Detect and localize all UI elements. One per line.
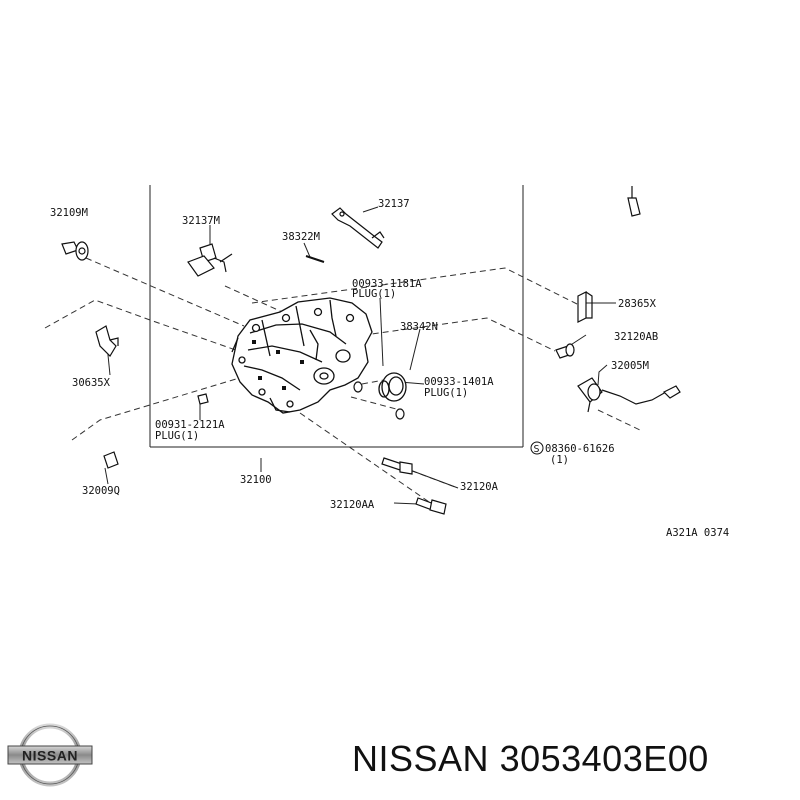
transaxle-case-drawing	[231, 297, 373, 414]
label-00933-1181A: 00933-1181A	[352, 278, 422, 290]
part-caption: NISSAN 3053403E00	[352, 738, 709, 780]
label-plug-a: PLUG(1)	[352, 288, 396, 300]
part-30635X-drawing	[95, 325, 119, 357]
label-30635X: 30635X	[72, 377, 111, 389]
part-38342N-drawing	[378, 372, 407, 402]
label-plug-b: PLUG(1)	[424, 387, 468, 399]
part-32137-drawing	[331, 207, 385, 249]
plug-drawings	[197, 381, 405, 420]
part-32009Q-drawing	[103, 451, 119, 469]
label-32109M: 32109M	[50, 207, 88, 219]
part-32109M-drawing	[61, 241, 89, 261]
label-38342N: 38342N	[400, 321, 438, 333]
screw-symbol	[530, 441, 544, 455]
label-plug-c: PLUG(1)	[155, 430, 199, 442]
label-38322M: 38322M	[282, 231, 320, 243]
label-28365X: 28365X	[618, 298, 657, 310]
leader-lines	[44, 257, 641, 505]
label-32005M: 32005M	[611, 360, 649, 372]
label-32137: 32137	[378, 198, 410, 210]
part-28365X-drawing	[577, 291, 593, 323]
part-32137M-drawing	[187, 243, 233, 277]
label-32137M: 32137M	[182, 215, 220, 227]
label-32009Q: 32009Q	[82, 485, 120, 497]
top-right-connector-drawing	[627, 186, 641, 217]
label-32120AB: 32120AB	[614, 331, 658, 343]
part-38322M-drawing	[305, 255, 325, 263]
nissan-logo: NISSAN	[7, 723, 93, 787]
diagram-reference-code: A321A 0374	[666, 527, 729, 539]
label-08360-61626: 08360-61626	[545, 443, 615, 455]
label-00931-2121A: 00931-2121A	[155, 419, 225, 431]
part-32005M-drawing	[577, 377, 681, 413]
part-32120AB-drawing	[555, 343, 575, 359]
caption-brand: NISSAN	[352, 738, 490, 779]
label-32120AA: 32120AA	[330, 499, 375, 511]
label-00933-1401A: 00933-1401A	[424, 376, 494, 388]
label-32120A: 32120A	[460, 481, 499, 493]
label-qty-1: (1)	[550, 454, 569, 466]
label-32100: 32100	[240, 474, 272, 486]
caption-part-number: 3053403E00	[499, 738, 709, 779]
nissan-logo-text: NISSAN	[22, 748, 78, 764]
label-s-mark: S	[534, 444, 540, 455]
part-32120A-drawing	[381, 457, 413, 475]
part-32120AA-drawing	[415, 497, 447, 515]
